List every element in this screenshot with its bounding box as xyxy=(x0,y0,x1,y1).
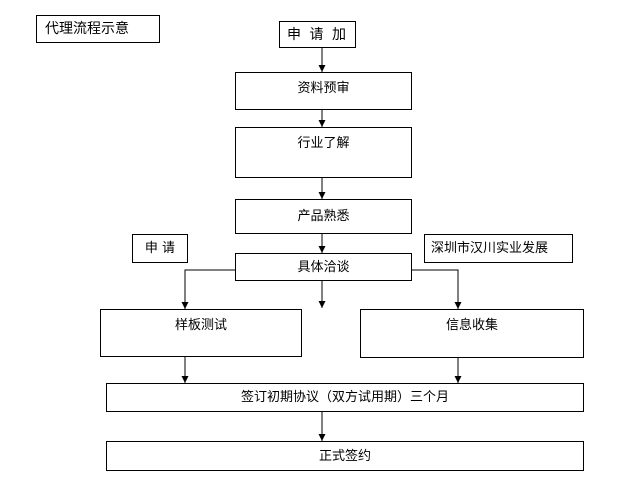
side-label-company: 深圳市汉川实业发展 xyxy=(424,234,573,263)
step-apply-top: 申 请 加 xyxy=(279,21,356,48)
step-sample-test: 样板测试 xyxy=(100,309,302,357)
step-product-familiar: 产品熟悉 xyxy=(235,199,412,234)
step-info-collect: 信息收集 xyxy=(360,309,584,358)
arrow-negotiation-to-info xyxy=(411,269,462,309)
step-trial-agreement: 签订初期协议（双方试用期）三个月 xyxy=(106,383,584,412)
step-industry-understanding: 行业了解 xyxy=(235,127,412,178)
step-material-review: 资料预审 xyxy=(235,72,412,110)
side-label-apply: 申 请 xyxy=(132,234,188,263)
step-negotiation: 具体洽谈 xyxy=(235,253,412,281)
arrow-negotiation-to-sample xyxy=(181,269,235,309)
diagram-title: 代理流程示意 xyxy=(36,15,160,43)
step-formal-contract: 正式签约 xyxy=(106,441,584,471)
